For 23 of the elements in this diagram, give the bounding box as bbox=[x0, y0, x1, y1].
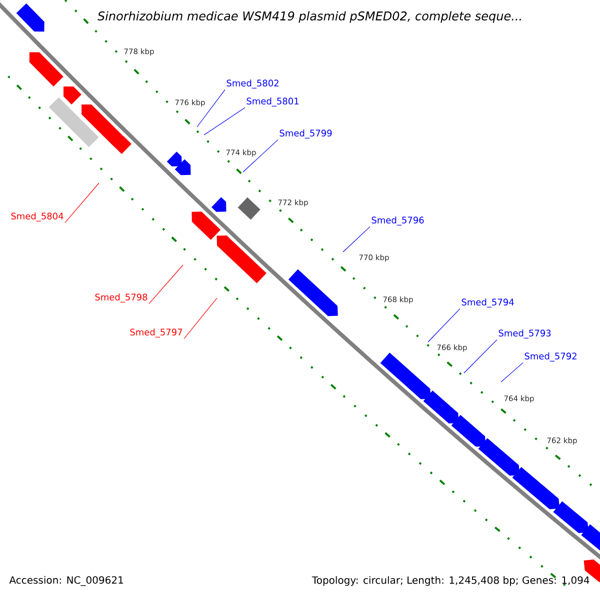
summary-text: Topology: circular; Length: 1,245,408 bp; Genes: 1,094 bbox=[312, 576, 590, 586]
gene-label: Smed_5792 bbox=[524, 352, 576, 362]
leader-line bbox=[204, 107, 246, 136]
gene-label: Smed_5793 bbox=[498, 330, 551, 338]
gene-label: Smed_5802 bbox=[226, 80, 278, 88]
title: Sinorhizobium medicae WSM419 plasmid pSMED02, complete seque... bbox=[96, 10, 524, 24]
leader-line bbox=[148, 264, 184, 304]
gene-label: Smed_5796 bbox=[372, 216, 424, 226]
leader-line bbox=[428, 308, 460, 342]
gene-label: Smed_5797 bbox=[130, 328, 182, 338]
gene-label: Smed_5798 bbox=[95, 294, 148, 302]
leader-line bbox=[242, 139, 278, 172]
leader-line bbox=[342, 226, 370, 252]
leader-line bbox=[196, 89, 226, 128]
gene-label: Smed_5799 bbox=[280, 130, 332, 138]
leader-line bbox=[464, 339, 498, 374]
leader-line bbox=[184, 298, 218, 339]
gene-label: Smed_5804 bbox=[11, 212, 64, 222]
gene-label: Smed_5794 bbox=[462, 298, 514, 308]
accession-text: Accession: NC_009621 bbox=[9, 576, 123, 586]
gene-label: Smed_5801 bbox=[246, 98, 298, 106]
leader-line bbox=[500, 362, 524, 382]
leader-line bbox=[64, 182, 100, 223]
